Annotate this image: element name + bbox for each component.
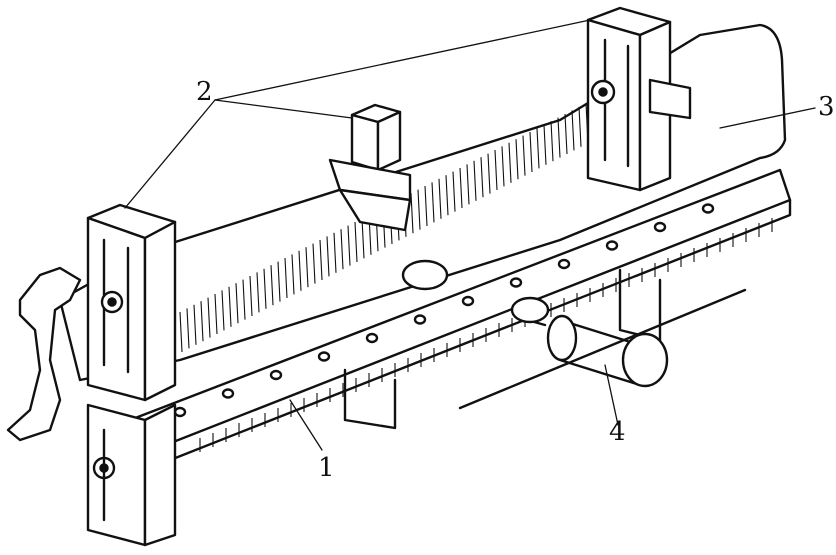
bar-hole bbox=[413, 314, 427, 325]
hatch-line bbox=[452, 171, 456, 212]
hatch-line bbox=[221, 290, 225, 331]
hatch-line bbox=[214, 293, 218, 335]
hatch-line bbox=[277, 261, 281, 302]
hatch-line bbox=[445, 175, 449, 216]
hatch-line bbox=[431, 182, 435, 223]
bar-hole bbox=[317, 351, 331, 362]
hatch-line bbox=[270, 265, 274, 306]
hatch-line bbox=[487, 153, 491, 194]
leader-lines bbox=[124, 19, 816, 451]
hatch-line bbox=[235, 283, 239, 324]
hatch-line bbox=[424, 185, 428, 227]
pinion-gear bbox=[401, 259, 550, 324]
hatch-line bbox=[193, 304, 197, 345]
bar-hole bbox=[701, 203, 715, 214]
bar-hole bbox=[461, 295, 475, 307]
hatch-line bbox=[578, 106, 582, 147]
hatch-line bbox=[529, 131, 533, 173]
hatch-line bbox=[179, 311, 183, 353]
label-1: 1 bbox=[318, 453, 335, 483]
hatch-line bbox=[256, 272, 260, 313]
bar-hole bbox=[221, 388, 235, 399]
label-2: 2 bbox=[196, 77, 213, 107]
hatch-line bbox=[522, 135, 526, 176]
hatch-line bbox=[466, 164, 470, 205]
hatch-line bbox=[186, 308, 190, 349]
hatch-line bbox=[557, 117, 561, 158]
bar-hole bbox=[653, 221, 667, 233]
hatch-line bbox=[459, 167, 463, 209]
label-4: 4 bbox=[609, 417, 626, 447]
hatch-line bbox=[326, 236, 330, 277]
hatch-line bbox=[543, 124, 547, 165]
hatch-line bbox=[501, 146, 505, 187]
hatch-line bbox=[228, 286, 232, 327]
bar-hole bbox=[509, 277, 523, 288]
hatch-line bbox=[298, 250, 302, 291]
clamp-post-left bbox=[86, 203, 177, 547]
clamp-post-right bbox=[586, 6, 692, 342]
hatch-line bbox=[536, 128, 540, 169]
hatch-line bbox=[291, 254, 295, 295]
hatch-line bbox=[494, 149, 498, 191]
bar-hole bbox=[605, 240, 619, 251]
hatch-line bbox=[207, 297, 211, 338]
hatch-line bbox=[347, 225, 351, 266]
hatch-line bbox=[564, 113, 568, 155]
hatch-line bbox=[508, 142, 512, 183]
hatch-line bbox=[550, 121, 554, 162]
hatch-line bbox=[354, 221, 358, 263]
hatch-line bbox=[333, 232, 337, 273]
bar-hole bbox=[365, 332, 379, 344]
rail-hatching bbox=[179, 63, 666, 353]
hatch-line bbox=[284, 257, 288, 299]
hatch-line bbox=[410, 193, 414, 234]
bar-hole bbox=[269, 369, 283, 381]
clamp-post-center bbox=[328, 103, 412, 430]
hatch-line bbox=[473, 160, 477, 201]
hatch-line bbox=[200, 301, 204, 342]
hatch-line bbox=[480, 157, 484, 198]
hatch-line bbox=[263, 268, 267, 309]
hatch-line bbox=[249, 275, 253, 317]
hatch-line bbox=[312, 243, 316, 284]
bar-hole bbox=[557, 258, 571, 270]
label-3: 3 bbox=[818, 92, 835, 122]
hatch-line bbox=[340, 229, 344, 270]
hatch-line bbox=[515, 139, 519, 180]
hatch-line bbox=[305, 247, 309, 288]
hatch-line bbox=[242, 279, 246, 320]
hatch-line bbox=[361, 218, 365, 259]
hatch-line bbox=[417, 189, 421, 230]
drive-motor bbox=[458, 288, 747, 410]
hatch-line bbox=[571, 110, 575, 151]
hatch-line bbox=[319, 239, 323, 281]
hatch-line bbox=[438, 178, 442, 219]
